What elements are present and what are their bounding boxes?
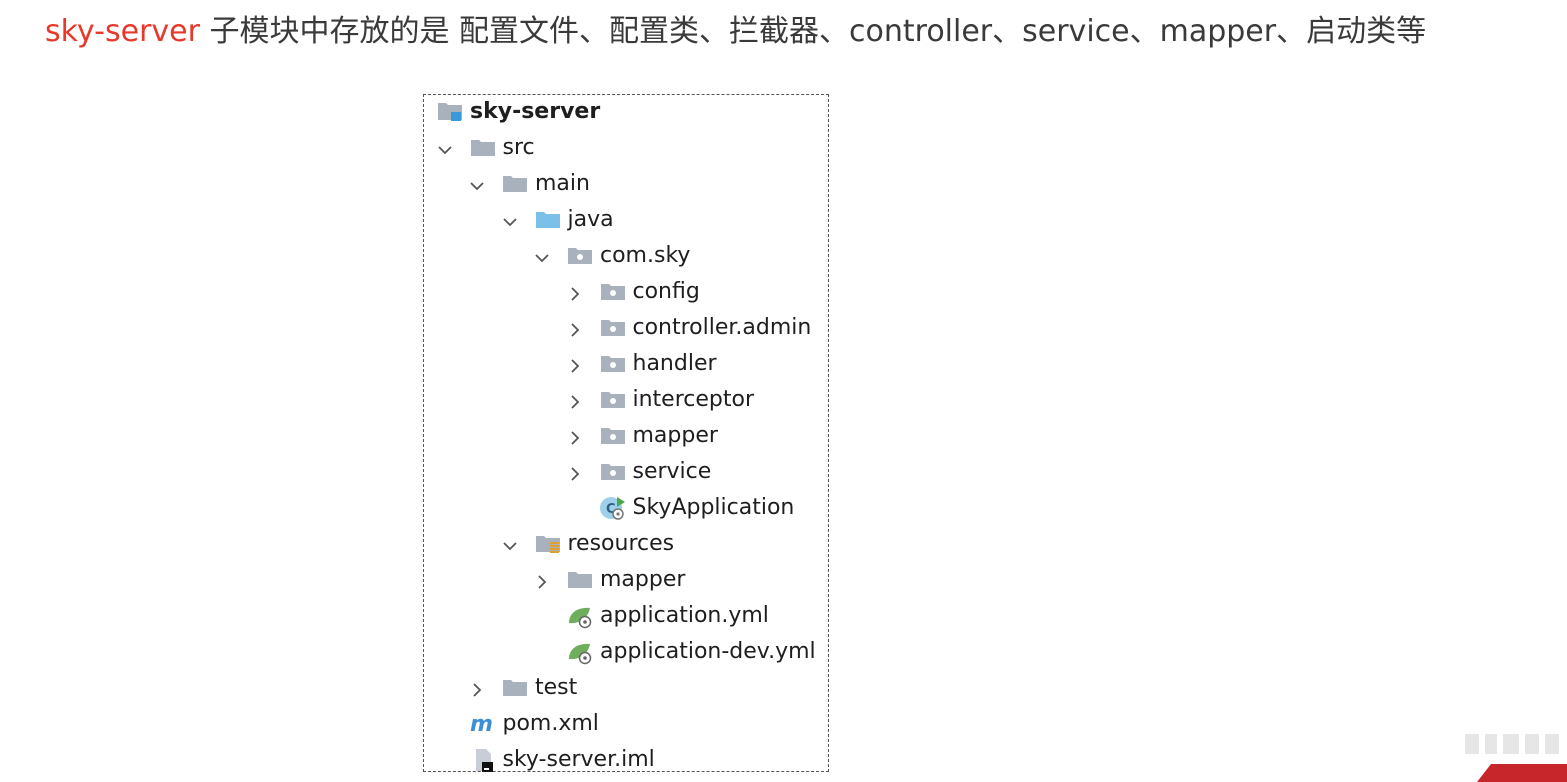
package-icon [599,351,627,375]
chevron-right-icon[interactable] [567,463,583,481]
chevron-right-icon[interactable] [534,571,550,589]
tree-node[interactable]: config [570,273,700,309]
iml-file-icon [469,747,497,772]
tree-node[interactable]: application-dev.yml [566,633,816,669]
tree-node[interactable]: C SkyApplication [599,489,795,525]
resources-folder-icon [534,531,562,555]
tree-node[interactable]: mapper [538,561,686,597]
tree-node-label: interceptor [632,386,755,412]
chevron-right-icon[interactable] [567,427,583,445]
chevron-down-icon[interactable] [502,211,518,227]
package-icon [599,459,627,483]
chevron-right-icon[interactable] [567,283,583,301]
tree-node-label: main [535,170,590,196]
tree-node-label: service [632,458,712,484]
tree-node-label: handler [632,350,717,376]
tree-node-label: resources [567,530,675,556]
tree-node[interactable]: resources [502,525,675,561]
chevron-down-icon[interactable] [534,247,550,263]
tree-node[interactable]: application.yml [566,597,769,633]
tree-node-label: mapper [632,422,718,448]
slide-heading: sky-server 子模块中存放的是 配置文件、配置类、拦截器、control… [45,10,1426,54]
svg-text:m: m [470,712,493,735]
tree-node[interactable]: main [470,165,590,201]
tree-node[interactable]: sky-server [436,93,600,129]
tree-node-label: controller.admin [632,314,812,340]
tree-node[interactable]: interceptor [570,381,755,417]
tree-node-label: application-dev.yml [600,638,816,664]
maven-icon: m [469,711,497,735]
module-name: sky-server [45,14,200,49]
chevron-right-icon[interactable] [567,391,583,409]
tree-node-label: mapper [600,566,686,592]
tree-node[interactable]: java [502,201,614,237]
package-icon [599,279,627,303]
chevron-down-icon[interactable] [437,139,453,155]
tree-node[interactable]: service [570,453,712,489]
tree-node-label: pom.xml [502,710,599,736]
folder-icon [469,135,497,159]
tree-node[interactable]: m pom.xml [469,705,599,741]
tree-node[interactable]: src [437,129,535,165]
source-folder-icon [534,207,562,231]
module-folder-icon [436,99,464,123]
chevron-right-icon[interactable] [567,355,583,373]
spring-config-icon [566,603,594,629]
package-icon [599,423,627,447]
tree-node-label: sky-server [470,98,601,124]
tree-node[interactable]: com.sky [535,237,691,273]
tree-node[interactable]: mapper [570,417,718,453]
tree-node-label: sky-server.iml [502,746,655,772]
heading-description: 子模块中存放的是 配置文件、配置类、拦截器、controller、service… [199,14,1427,49]
chevron-down-icon[interactable] [469,175,485,191]
tree-node[interactable]: sky-server.iml [469,741,655,777]
chevron-right-icon[interactable] [469,679,485,697]
spring-config-icon [566,639,594,665]
tree-node-label: java [567,206,614,232]
package-icon [566,243,594,267]
folder-icon [501,675,529,699]
tree-node-label: test [535,674,578,700]
tree-node-label: com.sky [600,242,691,268]
tree-node[interactable]: test [473,669,578,705]
tree-node-label: src [502,134,535,160]
package-icon [599,387,627,411]
folder-icon [566,567,594,591]
svg-text:C: C [606,502,616,517]
corner-logo-decoration [1465,734,1567,782]
tree-node-label: application.yml [600,602,769,628]
spring-class-icon: C [599,495,627,520]
package-icon [599,315,627,339]
chevron-down-icon[interactable] [502,535,518,551]
folder-icon [501,171,529,195]
chevron-right-icon[interactable] [567,319,583,337]
tree-node[interactable]: handler [570,345,717,381]
tree-node[interactable]: controller.admin [570,309,812,345]
tree-node-label: SkyApplication [632,494,795,520]
tree-node-label: config [632,278,700,304]
